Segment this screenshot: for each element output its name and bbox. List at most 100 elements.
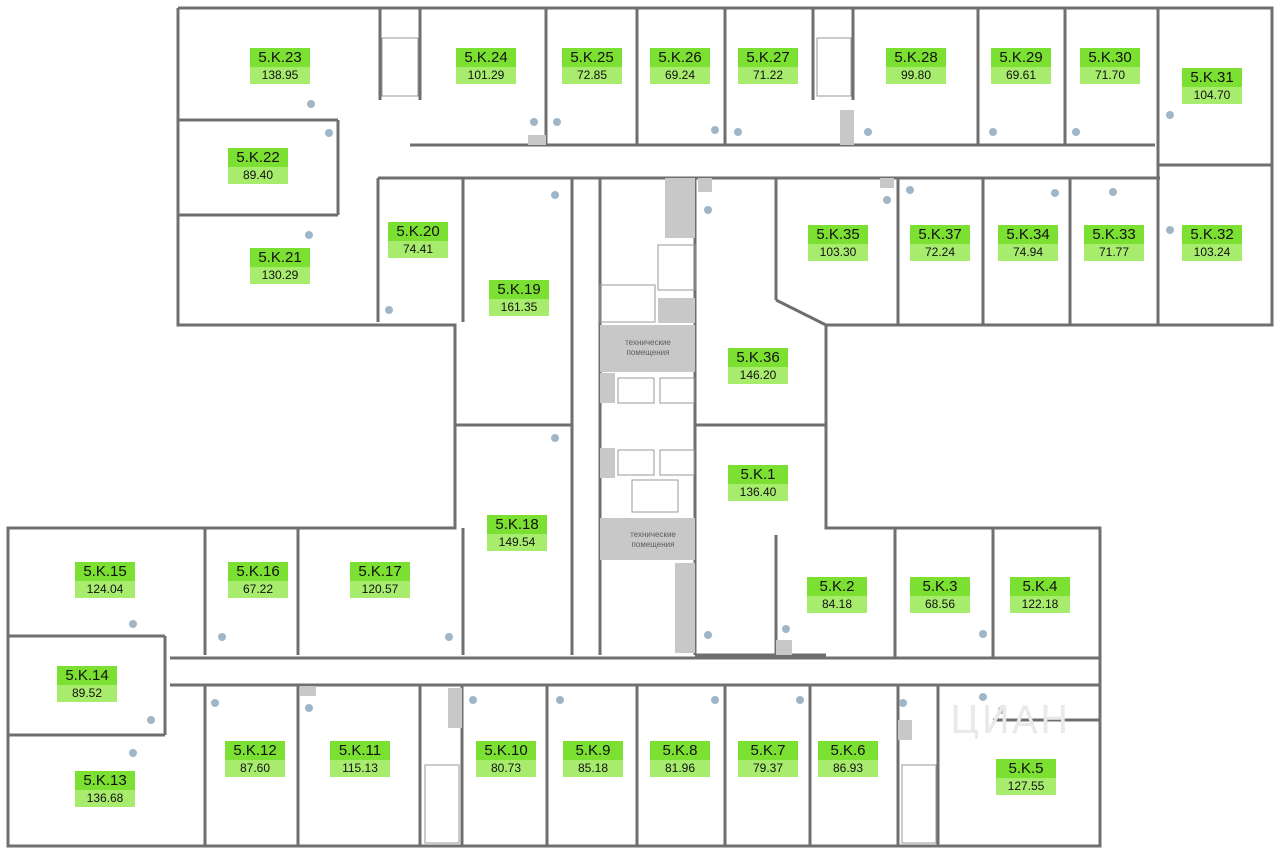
unit-area: 71.70 [1080, 67, 1140, 84]
unit-area: 103.24 [1182, 244, 1242, 261]
unit-area: 120.57 [350, 581, 410, 598]
unit-area: 89.40 [228, 167, 288, 184]
unit-area: 80.73 [476, 760, 536, 777]
unit-code: 5.K.11 [330, 741, 390, 760]
unit-code: 5.K.27 [738, 48, 798, 67]
unit-area: 71.22 [738, 67, 798, 84]
unit-code: 5.K.14 [57, 666, 117, 685]
unit-area: 146.20 [728, 367, 788, 384]
unit-area: 69.61 [991, 67, 1051, 84]
unit-area: 103.30 [808, 244, 868, 261]
stair-and-lift-outlines [381, 37, 937, 844]
unit-code: 5.K.35 [808, 225, 868, 244]
unit-area: 74.41 [388, 241, 448, 258]
unit-code: 5.K.21 [250, 248, 310, 267]
unit-area: 115.13 [330, 760, 390, 777]
unit-code: 5.K.1 [728, 465, 788, 484]
outer-walls [6, 6, 1274, 848]
unit-area: 89.52 [57, 685, 117, 702]
unit-code: 5.K.8 [650, 741, 710, 760]
unit-area: 122.18 [1010, 596, 1070, 613]
unit-code: 5.K.9 [563, 741, 623, 760]
unit-code: 5.K.28 [886, 48, 946, 67]
unit-area: 99.80 [886, 67, 946, 84]
technical-rooms-line2: помещения [626, 348, 670, 357]
unit-area: 85.18 [563, 760, 623, 777]
unit-code: 5.K.30 [1080, 48, 1140, 67]
unit-area: 67.22 [228, 581, 288, 598]
unit-area: 130.29 [250, 267, 310, 284]
unit-area: 71.77 [1084, 244, 1144, 261]
unit-area: 81.96 [650, 760, 710, 777]
unit-code: 5.K.19 [489, 280, 549, 299]
unit-area: 84.18 [807, 596, 867, 613]
corridor-walls [8, 8, 1272, 846]
unit-code: 5.K.25 [562, 48, 622, 67]
technical-rooms-line1: технические [630, 530, 676, 539]
unit-code: 5.K.10 [476, 741, 536, 760]
unit-code: 5.K.12 [225, 741, 285, 760]
unit-code: 5.K.15 [75, 562, 135, 581]
unit-area: 86.93 [818, 760, 878, 777]
unit-code: 5.K.2 [807, 577, 867, 596]
unit-code: 5.K.29 [991, 48, 1051, 67]
unit-area: 74.94 [998, 244, 1058, 261]
unit-area: 101.29 [456, 67, 516, 84]
unit-area: 69.24 [650, 67, 710, 84]
unit-code: 5.K.5 [996, 759, 1056, 778]
unit-code: 5.K.23 [250, 48, 310, 67]
unit-area: 161.35 [489, 299, 549, 316]
unit-area: 68.56 [910, 596, 970, 613]
unit-code: 5.K.31 [1182, 68, 1242, 87]
unit-area: 149.54 [487, 534, 547, 551]
unit-area: 124.04 [75, 581, 135, 598]
unit-area: 136.68 [75, 790, 135, 807]
unit-area: 138.95 [250, 67, 310, 84]
unit-code: 5.K.7 [738, 741, 798, 760]
technical-rooms-line2: помещения [631, 540, 675, 549]
unit-code: 5.K.34 [998, 225, 1058, 244]
unit-area: 136.40 [728, 484, 788, 501]
technical-rooms-label: технические помещения [613, 530, 693, 550]
unit-area: 72.24 [910, 244, 970, 261]
unit-area: 127.55 [996, 778, 1056, 795]
